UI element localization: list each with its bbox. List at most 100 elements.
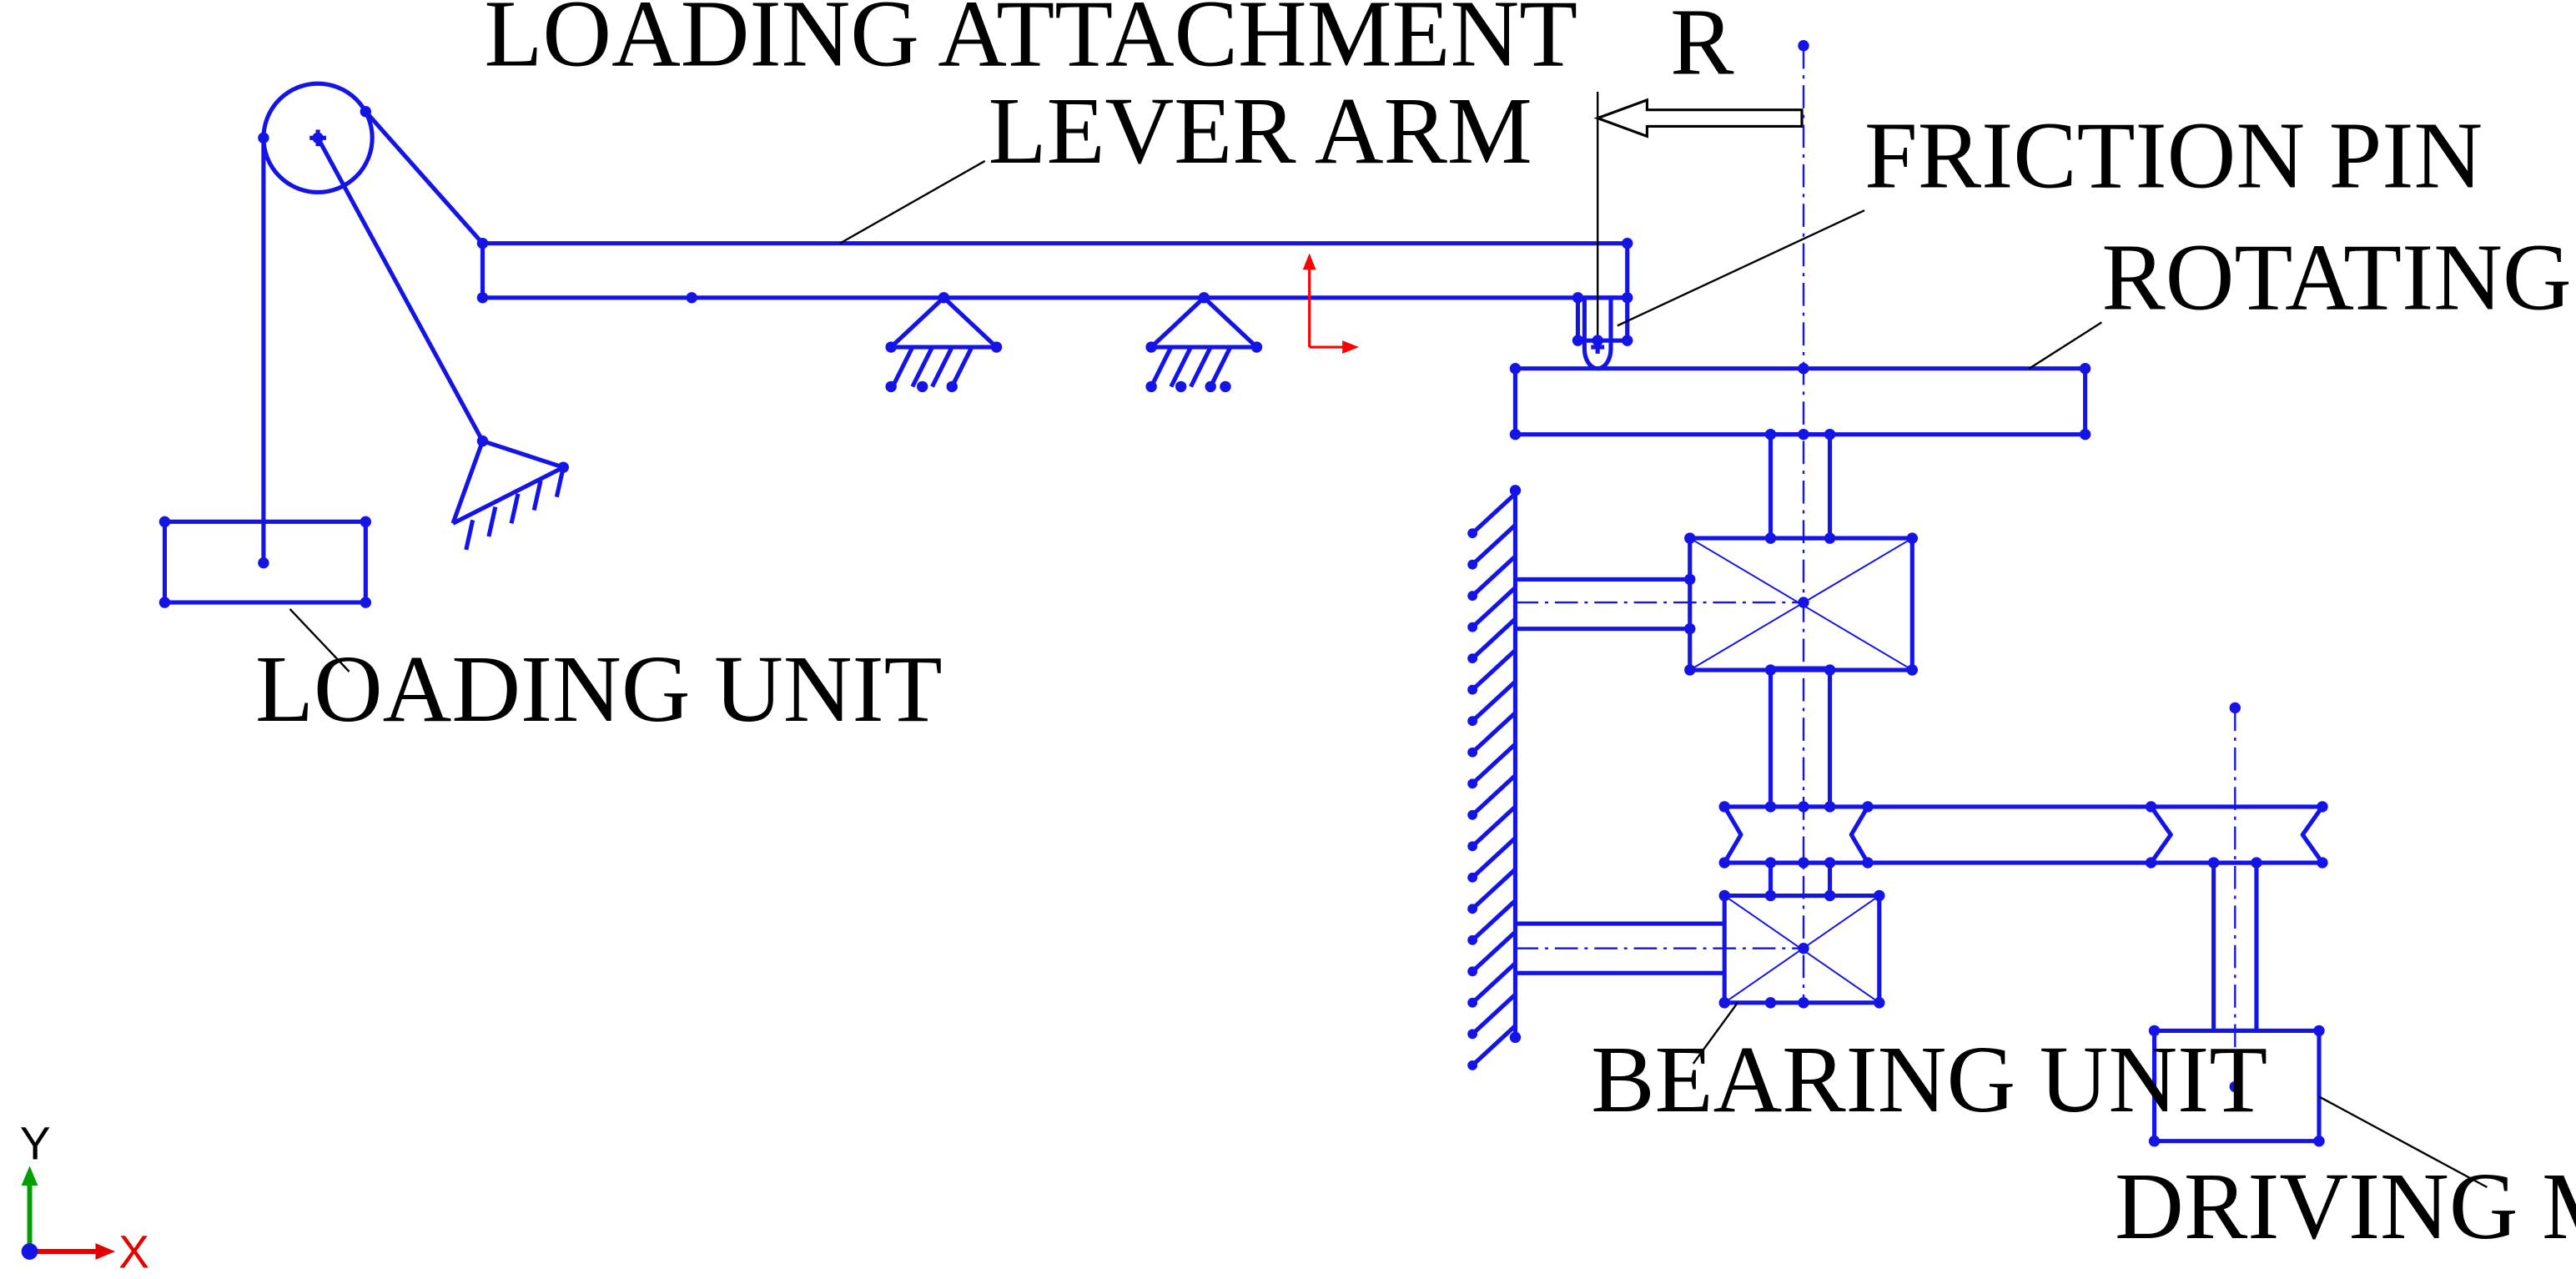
bearing-upper	[1515, 536, 1914, 672]
node-points	[158, 40, 2328, 1147]
node-point-2	[360, 105, 372, 118]
frame-wall-hatch-16	[1471, 961, 1517, 1005]
label-loading-attachment: LOADING ATTACHMENT	[484, 0, 1577, 86]
node-point-56	[1798, 801, 1809, 813]
strut-hatch-4	[531, 480, 543, 511]
frame-wall-hatch-6	[1471, 648, 1517, 692]
node-point-25	[1145, 380, 1157, 393]
strut-ground-base	[450, 440, 485, 525]
node-point-44	[1906, 532, 1919, 544]
node-point-14	[158, 597, 171, 608]
node-point-24	[946, 380, 958, 393]
wall-hatch-node-4	[1467, 622, 1478, 632]
frame-wall-hatch-15	[1471, 930, 1517, 974]
loading-unit	[162, 519, 368, 672]
lever-pivot-support-2	[1149, 295, 1260, 388]
local-coordinate-marker	[1302, 253, 1359, 354]
loading-unit-box	[162, 519, 368, 605]
frame-wall-hatch-4	[1471, 586, 1517, 629]
pivot-2-hatch-1	[1149, 345, 1174, 388]
wall-hatch-node-3	[1467, 591, 1478, 602]
node-point-80	[2148, 1025, 2161, 1037]
coord-marker-x-head	[1342, 340, 1359, 354]
node-point-26	[1175, 380, 1187, 393]
pivot-2-hatch-2	[1169, 345, 1193, 388]
wall-hatch-node-6	[1467, 684, 1478, 695]
node-point-28	[1220, 380, 1231, 393]
label-friction-pin: FRICTION PIN	[1864, 103, 2483, 209]
coord-marker-y-head	[1302, 253, 1316, 270]
axis-x-label: X	[118, 1226, 149, 1278]
node-point-20	[1145, 341, 1157, 353]
strut-ground-line	[481, 439, 565, 470]
node-point-37	[2079, 428, 2091, 441]
lever-arm-leader	[839, 159, 986, 244]
label-radius: R	[1670, 0, 1734, 94]
node-point-71	[1718, 889, 1730, 902]
axis-y-label: Y	[20, 1117, 51, 1169]
node-point-60	[1764, 857, 1777, 869]
wall-hatch-node-10	[1467, 809, 1478, 820]
spindle-upper-section	[1768, 432, 1833, 541]
frame-wall-hatch-7	[1471, 679, 1517, 723]
bearing-unit-leader	[1692, 1002, 1738, 1065]
node-point-46	[1684, 622, 1696, 635]
pivot-2-hatch-4	[1208, 345, 1233, 388]
pivot-1-hatch-1	[890, 345, 915, 388]
loading-unit-leader	[289, 608, 350, 672]
node-point-48	[1764, 664, 1777, 676]
radius-dimension	[1593, 92, 1804, 341]
rotating-disk-body	[1512, 366, 2088, 437]
node-point-76	[1764, 997, 1777, 1009]
spindle-lower-section	[1768, 860, 1833, 899]
node-point-38	[1764, 428, 1777, 441]
node-point-29	[1572, 292, 1584, 304]
frame-wall-hatch-17	[1471, 993, 1517, 1036]
node-point-79	[1798, 942, 1809, 954]
node-point-21	[1250, 341, 1263, 353]
node-point-59	[1718, 857, 1730, 869]
loading-attachment	[261, 81, 566, 563]
node-point-45	[1684, 573, 1696, 586]
node-point-30	[1572, 335, 1584, 346]
friction-pin-leader	[1617, 209, 1865, 327]
lever-arm-body	[480, 241, 1630, 300]
node-point-40	[1824, 428, 1836, 441]
node-point-52	[1509, 485, 1522, 496]
wall-hatch-node-16	[1467, 997, 1478, 1008]
frame-wall-hatch-3	[1471, 554, 1517, 598]
loading-cable-to-lever	[364, 109, 485, 245]
node-point-18	[885, 341, 897, 353]
node-point-22	[885, 380, 897, 393]
frame-wall-hatching	[1471, 491, 1517, 1067]
node-point-75	[1718, 997, 1730, 1009]
wall-hatch-node-7	[1467, 716, 1478, 727]
frame-wall-hatch-1	[1471, 491, 1517, 536]
lever-pivot-support-1	[888, 295, 999, 388]
node-point-32	[1622, 335, 1633, 346]
frame-wall-hatch-2	[1471, 523, 1517, 566]
wall-hatch-node-2	[1467, 559, 1478, 570]
frame-wall-hatch-9	[1471, 742, 1517, 786]
wall-hatch-node-14	[1467, 934, 1478, 945]
node-point-27	[1205, 380, 1216, 393]
node-point-65	[2317, 801, 2328, 813]
strut-hatch-1	[464, 519, 475, 551]
node-point-54	[1718, 801, 1730, 813]
node-point-17	[557, 461, 569, 473]
node-point-19	[990, 341, 1003, 353]
wall-hatch-node-17	[1467, 1029, 1478, 1040]
frame-wall-hatch-18	[1471, 1024, 1517, 1067]
node-point-73	[1824, 889, 1836, 902]
lever-arm	[480, 159, 1630, 300]
node-point-58	[1862, 801, 1874, 813]
node-point-72	[1764, 889, 1777, 902]
pivot-triangle-1	[888, 295, 999, 350]
frame-wall-hatch-11	[1471, 805, 1517, 848]
wall-hatch-node-11	[1467, 841, 1478, 852]
pivot-1-hatch-2	[910, 345, 934, 388]
rotating-disk-leader	[2028, 321, 2103, 370]
bearing-unit	[1515, 893, 1882, 1065]
node-point-10	[1622, 237, 1633, 249]
node-point-69	[2317, 857, 2328, 869]
